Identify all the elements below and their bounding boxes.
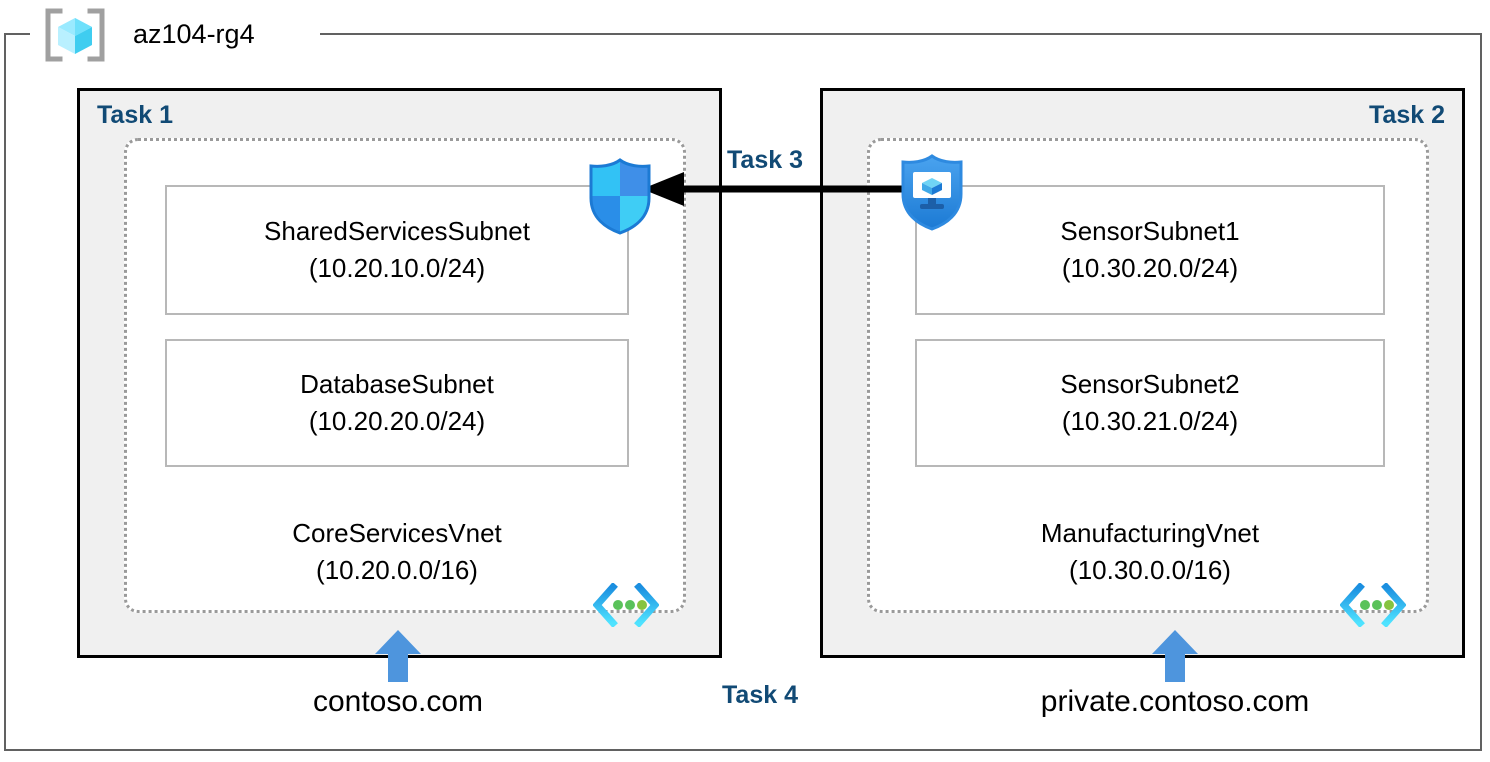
up-arrow-icon: [375, 630, 421, 682]
subnet-sensor1: SensorSubnet1 (10.30.20.0/24): [915, 185, 1385, 315]
dns-zone-private-contoso: private.contoso.com: [1040, 685, 1310, 718]
task-4-label: Task 4: [722, 681, 798, 709]
vnet-name: CoreServicesVnet: [292, 518, 502, 548]
subnet-name: DatabaseSubnet: [300, 369, 494, 399]
vnet-manufacturing-caption: ManufacturingVnet (10.30.0.0/16): [915, 515, 1385, 589]
subnet-sharedservices: SharedServicesSubnet (10.20.10.0/24): [165, 185, 629, 315]
up-arrow-icon: [1152, 630, 1198, 682]
vnet-coreservices-caption: CoreServicesVnet (10.20.0.0/16): [165, 515, 629, 589]
virtual-network-icon: [592, 582, 660, 628]
subnet-name: SensorSubnet1: [1060, 216, 1240, 246]
subnet-sensor2: SensorSubnet2 (10.30.21.0/24): [915, 339, 1385, 467]
subnet-cidr: (10.30.21.0/24): [1061, 406, 1239, 436]
subnet-cidr: (10.20.20.0/24): [308, 406, 486, 436]
task-2-label: Task 2: [1369, 101, 1445, 129]
shield-monitor-icon: [896, 152, 968, 232]
azure-resource-group-cube-icon: [44, 8, 106, 62]
subnet-database: DatabaseSubnet (10.20.20.0/24): [165, 339, 629, 467]
subnet-name: SensorSubnet2: [1060, 369, 1240, 399]
shield-icon: [584, 156, 656, 236]
dns-zone-contoso: contoso.com: [312, 685, 484, 718]
virtual-network-icon: [1339, 582, 1407, 628]
subnet-cidr: (10.30.20.0/24): [1061, 253, 1239, 283]
subnet-name: SharedServicesSubnet: [264, 216, 530, 246]
task-1-label: Task 1: [97, 101, 173, 129]
task-3-label: Task 3: [722, 146, 808, 175]
resource-group-name: az104-rg4: [133, 19, 255, 49]
resource-group-frame: [4, 33, 1482, 751]
vnet-name: ManufacturingVnet: [1040, 518, 1260, 548]
vnet-cidr: (10.20.0.0/16): [316, 555, 478, 585]
vnet-cidr: (10.30.0.0/16): [1069, 555, 1231, 585]
subnet-cidr: (10.20.10.0/24): [308, 253, 486, 283]
left-arrow-icon: [640, 172, 912, 206]
